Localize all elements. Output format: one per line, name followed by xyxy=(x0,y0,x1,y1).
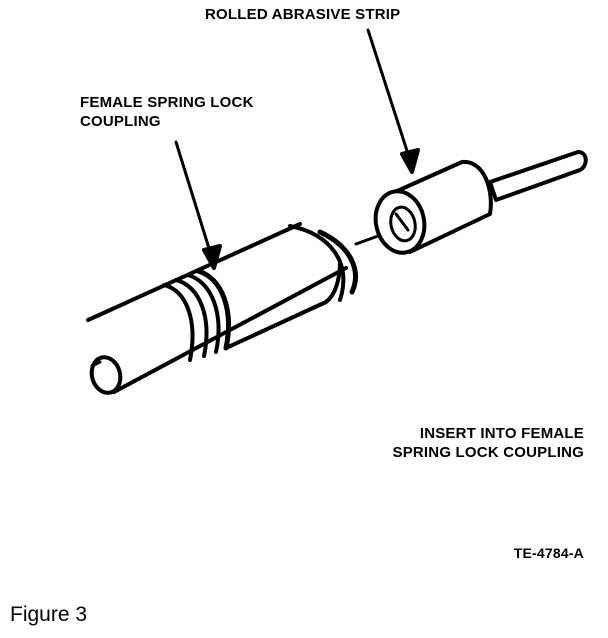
insert-instruction-line-2: SPRING LOCK COUPLING xyxy=(392,444,584,461)
female-coupling-line-1: FEMALE SPRING LOCK xyxy=(80,94,254,111)
collar-ring-1 xyxy=(162,283,195,362)
arrowhead-female xyxy=(202,244,222,270)
figure-caption: Figure 3 xyxy=(10,603,88,626)
pipe-end-inner xyxy=(90,360,102,368)
right-collar-3 xyxy=(324,260,342,304)
female-coupling-label: FEMALE SPRING LOCK COUPLING xyxy=(80,93,254,131)
rolled-abrasive-strip-text: ROLLED ABRASIVE STRIP xyxy=(205,6,401,23)
leader-strip xyxy=(366,28,412,162)
figure-code-label: TE-4784-A xyxy=(513,545,584,561)
collar-ring-3 xyxy=(186,273,221,354)
rolled-abrasive-strip-label: ROLLED ABRASIVE STRIP xyxy=(205,5,400,24)
insert-instruction-label: INSERT INTO FEMALE SPRING LOCK COUPLING xyxy=(392,424,584,462)
right-collar-2 xyxy=(317,229,358,295)
leader-female xyxy=(174,140,214,260)
right-collar-1 xyxy=(288,224,346,302)
collar-ring-4 xyxy=(195,268,231,351)
pipe-end xyxy=(89,355,123,395)
female-coupling-line-2: COUPLING xyxy=(80,113,161,130)
tube-shell xyxy=(224,300,328,350)
insert-instruction-line-1: INSERT INTO FEMALE xyxy=(419,425,584,442)
strip-roll-seam xyxy=(394,212,410,232)
collar-ring-2 xyxy=(174,278,209,358)
connector-rod xyxy=(354,234,380,246)
arrowhead-strip xyxy=(400,148,420,174)
pipe-top-edge xyxy=(86,222,302,322)
handle-rod xyxy=(488,150,588,202)
